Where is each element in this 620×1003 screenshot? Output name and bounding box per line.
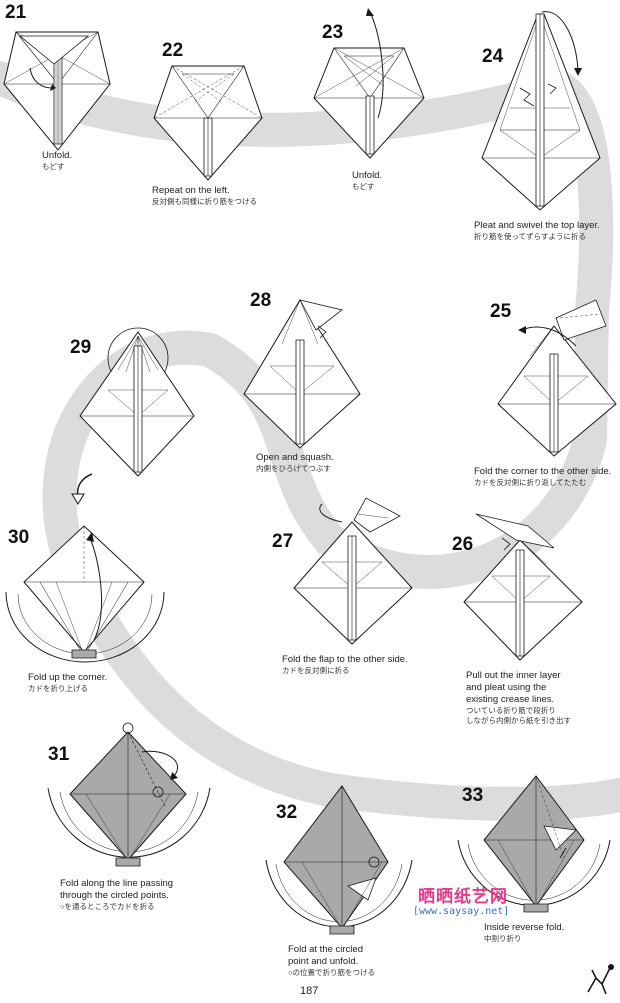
step-number-24: 24 — [482, 46, 504, 67]
origami-diagram-26 — [462, 510, 584, 660]
origami-diagram-27 — [292, 496, 416, 644]
origami-diagram-22 — [152, 62, 264, 180]
caption-25: Fold the corner to the other side. カドを反対… — [474, 466, 612, 487]
caption-24: Pleat and swivel the top layer. 折り筋を使ってず… — [474, 220, 600, 241]
page-number: 187 — [300, 985, 319, 997]
step-number-26: 26 — [452, 534, 474, 555]
caption-23: Unfold. もどす — [352, 170, 383, 191]
step-number-22: 22 — [162, 40, 184, 61]
step-number-31: 31 — [48, 744, 70, 765]
step-number-33: 33 — [462, 785, 484, 806]
origami-diagram-21 — [2, 28, 112, 150]
caption-27: Fold the flap to the other side. カドを反対側に… — [282, 654, 408, 675]
caption-31: Fold along the line passing through the … — [60, 878, 174, 911]
caption-22: Repeat on the left. 反対側も同様に折り筋をつける — [152, 185, 257, 206]
corner-figure-icon — [587, 964, 614, 995]
step-number-29: 29 — [70, 337, 92, 358]
caption-26: Pull out the inner layer and pleat using… — [466, 670, 571, 725]
origami-diagram-28 — [242, 296, 364, 448]
caption-21: Unfold. もどす — [42, 150, 73, 171]
origami-diagram-24 — [480, 8, 610, 210]
caption-28: Open and squash. 内側をひろげてつぶす — [256, 452, 334, 473]
origami-diagram-23 — [312, 8, 426, 158]
origami-diagram-33 — [456, 770, 612, 920]
step-number-32: 32 — [276, 802, 298, 823]
origami-diagram-29 — [78, 316, 196, 476]
origami-diagram-32 — [264, 778, 414, 942]
caption-33: Inside reverse fold. 中割り折り — [484, 922, 565, 943]
flip-arrow-icon — [68, 472, 96, 506]
step-number-28: 28 — [250, 290, 272, 311]
step-number-21: 21 — [5, 2, 27, 23]
caption-30: Fold up the corner. カドを折り上げる — [28, 672, 108, 693]
step-number-27: 27 — [272, 531, 294, 552]
watermark-title: 晒晒纸艺网 — [418, 887, 508, 907]
origami-diagram-31 — [46, 718, 212, 872]
watermark-url: [www.saysay.net] — [413, 906, 510, 917]
caption-32: Fold at the circled point and unfold. ○の… — [288, 944, 376, 977]
step-number-30: 30 — [8, 527, 30, 548]
step-number-25: 25 — [490, 301, 512, 322]
origami-diagram-25 — [496, 296, 620, 456]
origami-diagram-30 — [4, 522, 166, 662]
step-number-23: 23 — [322, 22, 344, 43]
